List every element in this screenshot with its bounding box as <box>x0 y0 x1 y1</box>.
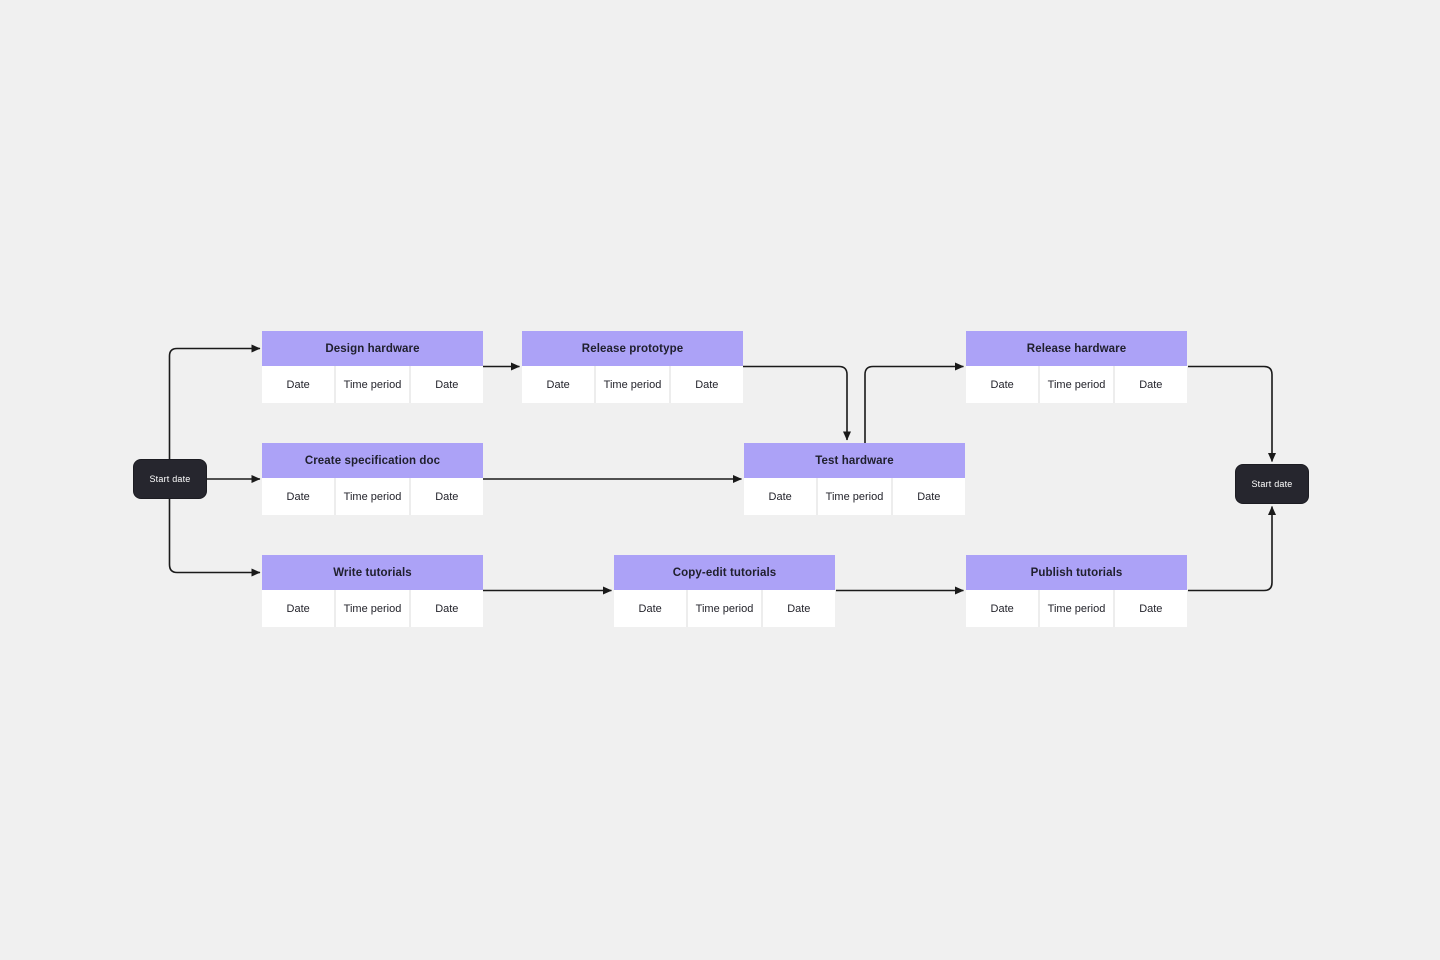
date-start-cell[interactable]: Date <box>262 366 335 403</box>
date-start-cell[interactable]: Date <box>744 478 817 515</box>
start-date-node-right[interactable]: Start date <box>1235 464 1309 504</box>
task-title[interactable]: Publish tutorials <box>966 555 1187 590</box>
task-body: Date Time period Date <box>966 590 1187 627</box>
task-title[interactable]: Create specification doc <box>262 443 483 478</box>
date-end-cell[interactable]: Date <box>410 590 483 627</box>
task-body: Date Time period Date <box>614 590 835 627</box>
task-card-copy-edit-tutorials[interactable]: Copy-edit tutorials Date Time period Dat… <box>614 555 835 627</box>
task-title[interactable]: Release prototype <box>522 331 743 366</box>
task-title[interactable]: Design hardware <box>262 331 483 366</box>
task-card-design-hardware[interactable]: Design hardware Date Time period Date <box>262 331 483 403</box>
time-period-cell[interactable]: Time period <box>596 366 669 403</box>
date-start-cell[interactable]: Date <box>966 590 1039 627</box>
date-end-cell[interactable]: Date <box>410 478 483 515</box>
task-body: Date Time period Date <box>522 366 743 403</box>
task-title[interactable]: Copy-edit tutorials <box>614 555 835 590</box>
date-end-cell[interactable]: Date <box>762 590 835 627</box>
time-period-cell[interactable]: Time period <box>818 478 891 515</box>
task-body: Date Time period Date <box>744 478 965 515</box>
time-period-cell[interactable]: Time period <box>336 366 409 403</box>
task-card-test-hardware[interactable]: Test hardware Date Time period Date <box>744 443 965 515</box>
task-card-write-tutorials[interactable]: Write tutorials Date Time period Date <box>262 555 483 627</box>
time-period-cell[interactable]: Time period <box>688 590 761 627</box>
date-end-cell[interactable]: Date <box>892 478 965 515</box>
date-start-cell[interactable]: Date <box>966 366 1039 403</box>
date-start-cell[interactable]: Date <box>262 478 335 515</box>
date-start-cell[interactable]: Date <box>262 590 335 627</box>
connector-start-left-to-write-tutorials[interactable] <box>168 499 261 577</box>
time-period-cell[interactable]: Time period <box>1040 366 1113 403</box>
date-end-cell[interactable]: Date <box>410 366 483 403</box>
connector-start-left-to-design-hardware[interactable] <box>168 344 261 460</box>
task-card-create-specification-doc[interactable]: Create specification doc Date Time perio… <box>262 443 483 515</box>
task-card-release-hardware[interactable]: Release hardware Date Time period Date <box>966 331 1187 403</box>
connector-release-prototype-to-test-hardware[interactable] <box>743 365 851 441</box>
date-end-cell[interactable]: Date <box>670 366 743 403</box>
task-title[interactable]: Write tutorials <box>262 555 483 590</box>
task-title[interactable]: Release hardware <box>966 331 1187 366</box>
date-end-cell[interactable]: Date <box>1114 590 1187 627</box>
date-start-cell[interactable]: Date <box>614 590 687 627</box>
task-body: Date Time period Date <box>262 478 483 515</box>
task-card-publish-tutorials[interactable]: Publish tutorials Date Time period Date <box>966 555 1187 627</box>
connector-release-hardware-to-start-right[interactable] <box>1188 365 1276 462</box>
connector-test-hardware-to-release-hardware[interactable] <box>864 362 964 444</box>
task-body: Date Time period Date <box>966 366 1187 403</box>
time-period-cell[interactable]: Time period <box>336 590 409 627</box>
date-end-cell[interactable]: Date <box>1114 366 1187 403</box>
date-start-cell[interactable]: Date <box>522 366 595 403</box>
task-card-release-prototype[interactable]: Release prototype Date Time period Date <box>522 331 743 403</box>
task-body: Date Time period Date <box>262 590 483 627</box>
connector-publish-tutorials-to-start-right[interactable] <box>1188 506 1276 592</box>
task-title[interactable]: Test hardware <box>744 443 965 478</box>
task-body: Date Time period Date <box>262 366 483 403</box>
time-period-cell[interactable]: Time period <box>1040 590 1113 627</box>
time-period-cell[interactable]: Time period <box>336 478 409 515</box>
start-date-node-left[interactable]: Start date <box>133 459 207 499</box>
